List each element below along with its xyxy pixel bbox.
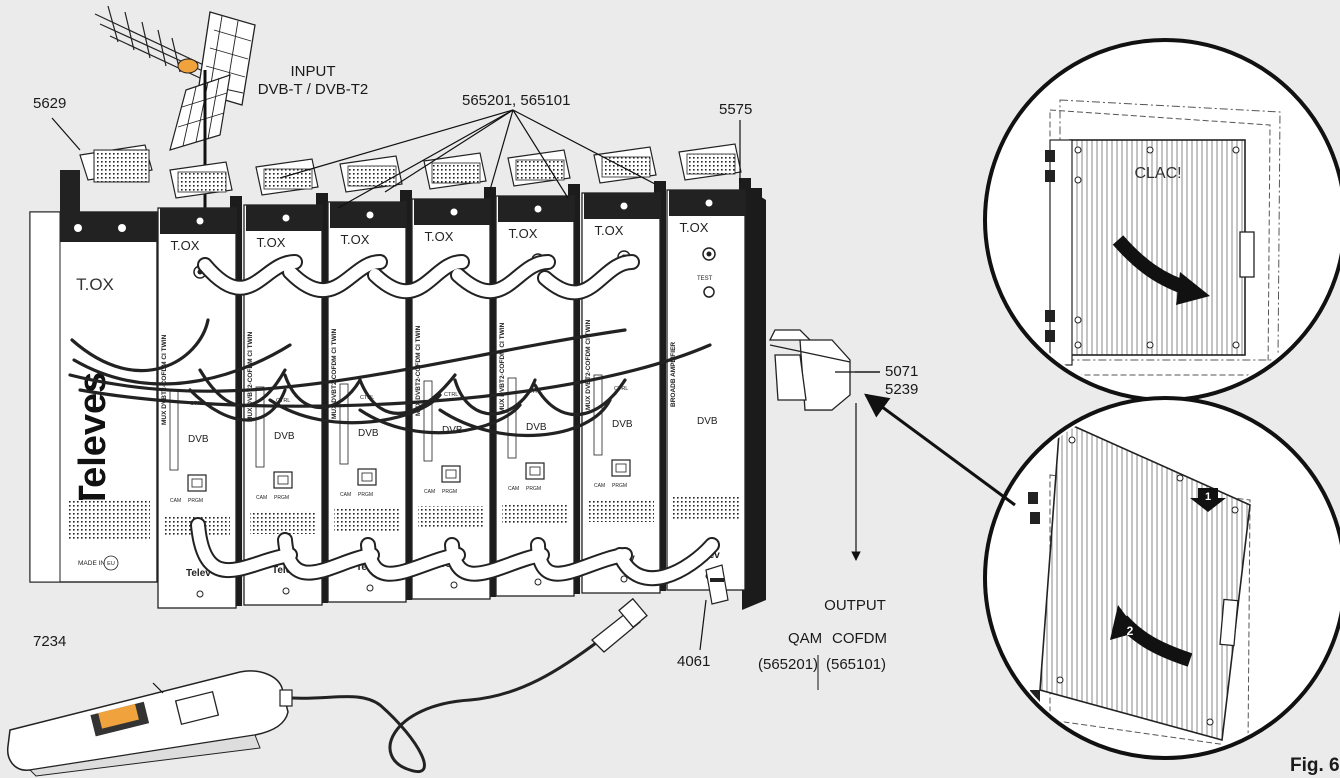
leader-lines — [51, 109, 1016, 694]
mux-module: T.OX MUX DVBT2-COFDM CI TWIN CTRL CAM PRGM DV… — [495, 149, 580, 597]
dvb-logo: DVB — [612, 419, 633, 430]
module-brand: T.OX — [509, 226, 538, 241]
test-label: TEST — [697, 276, 713, 282]
cam-label: CAM — [170, 498, 181, 504]
ctrl-label: CTRL — [528, 389, 542, 395]
prgm-label: PRGM — [358, 492, 373, 498]
module-brand: T.OX — [680, 220, 709, 235]
label-4061: 4061 — [677, 653, 711, 670]
rail-clip-5071-5239 — [768, 329, 851, 411]
dvb-logo: DVB — [188, 434, 209, 445]
cam-label: CAM — [508, 486, 519, 492]
label-input-line2: DVB-T / DVB-T2 — [257, 81, 369, 98]
module-name: MUX DVBT2-COFDM CI TWIN — [499, 322, 506, 413]
step-2-badge: 2 — [1127, 624, 1134, 638]
label-output: OUTPUT — [824, 597, 886, 614]
power-supply-5629: T.OX Televes MADE IN EU — [29, 144, 158, 583]
ctrl-label: CTRL — [444, 392, 458, 398]
label-qam: QAM — [788, 630, 823, 647]
dvb-logo: DVB — [358, 428, 379, 439]
cam-label: CAM — [256, 495, 267, 501]
module-name: MUX DVBT2-COFDM CI TWIN — [161, 334, 168, 425]
label-5071: 5071 — [885, 363, 919, 380]
cam-label: CAM — [594, 483, 605, 489]
programmer-7234 — [7, 597, 648, 777]
label-cofdm: COFDM — [832, 630, 887, 647]
module-name: BROADB AMPLIFIER — [670, 342, 677, 407]
eu-text: EU — [107, 561, 115, 567]
prgm-label: PRGM — [188, 498, 203, 504]
ctrl-label: CTRL — [276, 398, 290, 404]
prgm-label: PRGM — [442, 489, 457, 495]
module-name: MUX DVBT2-COFDM CI TWIN — [415, 325, 422, 416]
ctrl-label: CTRL — [360, 395, 374, 401]
clac-label: CLAC! — [1134, 165, 1181, 182]
dvb-logo: DVB — [442, 425, 463, 436]
label-5239: 5239 — [885, 381, 919, 398]
label-modules: 565201, 565101 — [462, 92, 571, 109]
dvb-logo: DVB — [697, 416, 718, 427]
dvb-logo: DVB — [526, 422, 547, 433]
module-brand: T.OX — [171, 238, 200, 253]
detail-circle-mount: 1 2 — [983, 396, 1340, 760]
terminator-4061 — [705, 564, 729, 605]
module-brand: T.OX — [257, 235, 286, 250]
module-brand: T.OX — [595, 223, 624, 238]
dvb-logo: DVB — [274, 431, 295, 442]
label-7234: 7234 — [33, 633, 67, 650]
antenna — [94, 5, 256, 255]
detail-circle-locked: CLAC! — [983, 38, 1340, 402]
label-cofdm-code: (565101) — [826, 656, 887, 673]
prgm-label: PRGM — [274, 495, 289, 501]
module-televes-logo: Telev — [272, 565, 297, 576]
module-televes-logo: Telev — [186, 568, 211, 579]
psu-brand: T.OX — [76, 275, 114, 294]
label-input-line1: INPUT — [290, 63, 336, 80]
ctrl-label: CTRL — [614, 386, 628, 392]
prgm-label: PRGM — [612, 483, 627, 489]
prgm-label: PRGM — [526, 486, 541, 492]
cam-label: CAM — [424, 489, 435, 495]
label-5629: 5629 — [33, 95, 67, 112]
step-1-badge: 1 — [1205, 491, 1211, 503]
module-name: MUX DVBT2-COFDM CI TWIN — [585, 319, 592, 410]
module-name: MUX DVBT2-COFDM CI TWIN — [247, 331, 254, 422]
made-in-text: MADE IN — [78, 560, 105, 567]
cam-label: CAM — [340, 492, 351, 498]
patch-cables — [68, 254, 720, 586]
module-brand: T.OX — [341, 232, 370, 247]
module-name: MUX DVBT2-COFDM CI TWIN — [331, 328, 338, 419]
mux-module: T.OX MUX DVBT2-COFDM CI TWIN CTRL CAM PRGM DV… — [327, 155, 412, 603]
label-5575: 5575 — [719, 101, 753, 118]
mux-module: T.OX MUX DVBT2-COFDM CI TWIN CTRL CAM PRGM DV… — [581, 146, 666, 594]
module-brand: T.OX — [425, 229, 454, 244]
label-qam-code: (565201) — [758, 656, 819, 673]
figure-caption: Fig. 6 — [1290, 755, 1340, 776]
